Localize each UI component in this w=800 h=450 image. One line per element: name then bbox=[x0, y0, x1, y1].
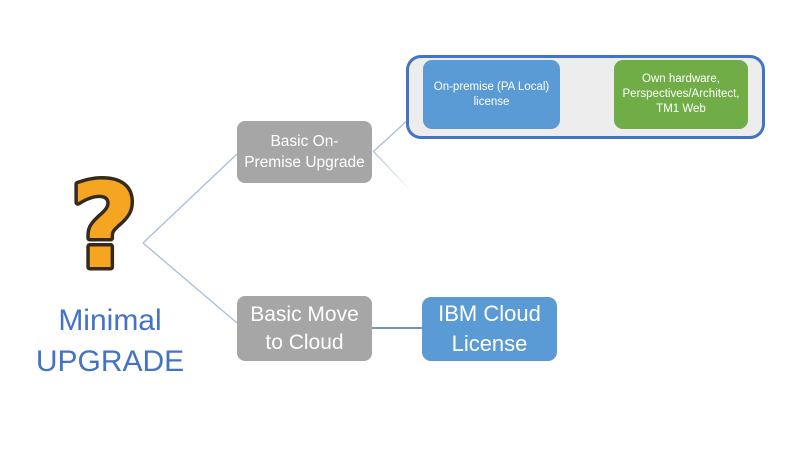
question-mark-glyph: ? bbox=[70, 157, 138, 290]
node-ibm-cloud-license: IBM Cloud License bbox=[422, 297, 557, 361]
connector-faded-stub bbox=[373, 151, 413, 193]
root-label: Minimal UPGRADE bbox=[35, 304, 185, 378]
connector-root-to-onpremise bbox=[142, 153, 238, 244]
node-basic-on-premise-upgrade: Basic On- Premise Upgrade bbox=[237, 121, 372, 183]
question-mark-icon: ? bbox=[38, 154, 173, 299]
node-basic-move-to-cloud: Basic Move to Cloud bbox=[237, 296, 372, 361]
node-own-hardware-perspectives: Own hardware, Perspectives/Architect, TM… bbox=[614, 60, 748, 129]
node-on-premise-pa-local-license: On-premise (PA Local) license bbox=[423, 60, 560, 129]
connector-root-to-cloud bbox=[142, 242, 238, 324]
